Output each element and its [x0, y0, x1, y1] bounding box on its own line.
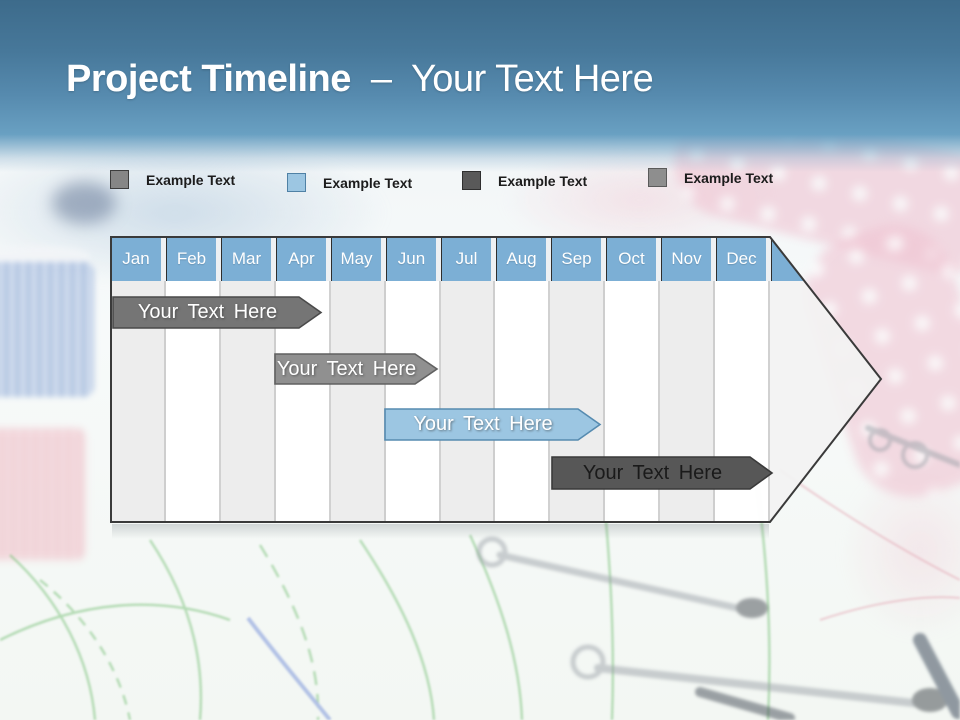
month-cell[interactable]: Nov [661, 237, 711, 281]
month-column [385, 281, 441, 522]
legend-item[interactable]: Example Text [462, 171, 587, 190]
task-bar[interactable]: Your Text Here [274, 353, 439, 385]
legend-item[interactable]: Example Text [287, 173, 412, 192]
legend-swatch [462, 171, 481, 190]
legend-label: Example Text [498, 172, 588, 189]
month-column [440, 281, 496, 522]
month-cell[interactable]: Sep [551, 237, 601, 281]
task-bar[interactable]: Your Text Here [551, 456, 774, 490]
title-subtitle: Your Text Here [410, 58, 654, 100]
timeline-gantt: Jan Feb Mar Apr May Jun Jul Aug Sep Oct … [110, 235, 885, 525]
month-cell[interactable]: Feb [166, 237, 216, 281]
legend-swatch [287, 173, 306, 192]
month-row-filler [771, 237, 881, 281]
legend-swatch [110, 170, 129, 189]
month-column [495, 281, 551, 522]
month-cell[interactable]: Dec [716, 237, 766, 281]
month-column [330, 281, 386, 522]
legend-swatch [648, 168, 667, 187]
legend-item[interactable]: Example Text [648, 168, 773, 187]
month-cell[interactable]: Jun [386, 237, 436, 281]
task-bar[interactable]: Your Text Here [112, 296, 323, 329]
month-cell[interactable]: Mar [221, 237, 271, 281]
month-cell[interactable]: Apr [276, 237, 326, 281]
month-cell[interactable]: Jul [441, 237, 491, 281]
title-band [0, 0, 960, 172]
blue-thread-spool-decoration [0, 262, 94, 397]
month-header-row: Jan Feb Mar Apr May Jun Jul Aug Sep Oct … [111, 237, 881, 281]
task-bar-label: Your Text Here [137, 301, 278, 323]
month-cell[interactable]: Oct [606, 237, 656, 281]
legend-item[interactable]: Example Text [110, 170, 235, 189]
slide-title[interactable]: Project Timeline – Your Text Here [66, 58, 654, 101]
pink-thread-spool-decoration [0, 428, 86, 560]
month-cell[interactable]: Jan [111, 237, 161, 281]
title-separator: – [370, 58, 392, 100]
legend-label: Example Text [684, 169, 774, 186]
task-bar-label: Your Text Here [582, 461, 723, 484]
task-bar[interactable]: Your Text Here [384, 408, 602, 441]
task-bar-label: Your Text Here [413, 413, 553, 435]
month-cell[interactable]: Aug [496, 237, 546, 281]
title-emphasis: Project Timeline [66, 58, 351, 100]
legend-label: Example Text [323, 174, 413, 191]
month-cell[interactable]: May [331, 237, 381, 281]
table-reflection-shadow [112, 524, 769, 539]
thread-spool-top-decoration [52, 182, 116, 224]
legend-label: Example Text [146, 171, 236, 188]
task-bar-label: Your Text Here [276, 357, 417, 380]
